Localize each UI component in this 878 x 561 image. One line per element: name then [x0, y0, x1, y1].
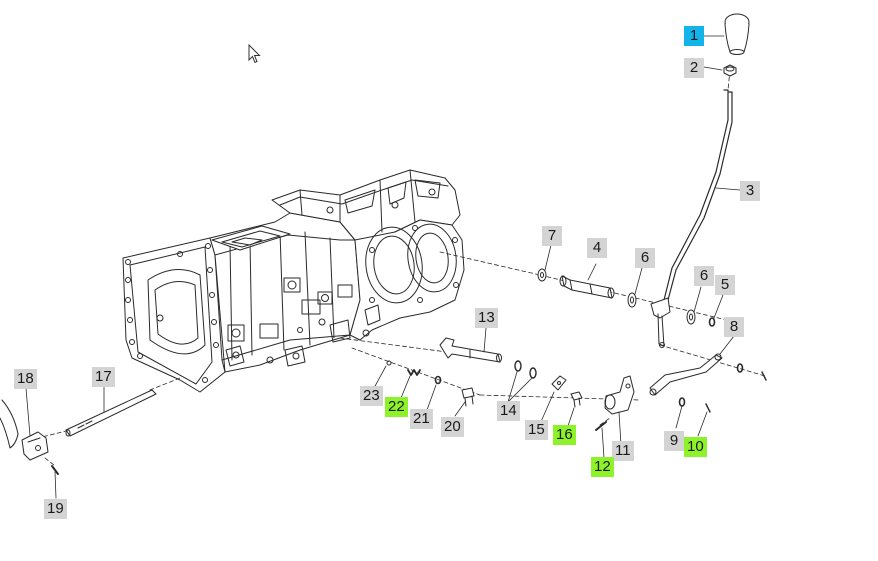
- part-circlip-9: [678, 397, 686, 407]
- callout-3[interactable]: 3: [740, 181, 760, 201]
- part-gear-lever: [650, 89, 733, 348]
- part-shaft: [559, 275, 615, 299]
- callout-5[interactable]: 5: [715, 275, 735, 295]
- callout-1[interactable]: 1: [684, 26, 704, 46]
- callout-18[interactable]: 18: [14, 369, 37, 389]
- callout-12[interactable]: 12: [591, 457, 614, 477]
- part-o-rings-14: [514, 360, 537, 379]
- callout-14[interactable]: 14: [497, 401, 520, 421]
- mouse-pointer-icon: [248, 44, 261, 64]
- callout-7[interactable]: 7: [542, 226, 562, 246]
- callout-9[interactable]: 9: [664, 431, 684, 451]
- part-circlip-5: [708, 317, 716, 327]
- part-ring-21: [434, 375, 442, 385]
- callout-8[interactable]: 8: [724, 317, 744, 337]
- part-spring: [407, 369, 421, 376]
- part-selector-arm: [604, 375, 635, 415]
- callout-16[interactable]: 16: [553, 425, 576, 445]
- callout-21[interactable]: 21: [410, 409, 433, 429]
- part-pin-19: [51, 465, 59, 475]
- part-washer-6a: [627, 292, 637, 308]
- callout-13[interactable]: 13: [475, 308, 498, 328]
- callout-4[interactable]: 4: [587, 238, 607, 258]
- callout-6-upper[interactable]: 6: [635, 248, 655, 268]
- callout-22[interactable]: 22: [385, 397, 408, 417]
- transmission-housing: [122, 169, 465, 393]
- part-selector-rod: [65, 389, 157, 437]
- part-selector-shaft: [439, 337, 502, 363]
- part-clips-8: [736, 363, 767, 381]
- callout-10[interactable]: 10: [684, 437, 707, 457]
- callout-6-lower[interactable]: 6: [694, 266, 714, 286]
- part-lock-plate: [551, 375, 567, 391]
- part-selector-fork: [0, 399, 49, 461]
- callout-15[interactable]: 15: [525, 420, 548, 440]
- callout-2[interactable]: 2: [684, 58, 704, 78]
- part-nut: [723, 64, 737, 77]
- part-link: [649, 353, 723, 396]
- part-pin-10: [705, 403, 711, 413]
- part-roll-pin: [595, 421, 607, 431]
- callout-23[interactable]: 23: [360, 386, 383, 406]
- callout-17[interactable]: 17: [92, 367, 115, 387]
- callout-11[interactable]: 11: [612, 441, 634, 461]
- part-screw-20: [461, 387, 475, 407]
- part-gear-knob: [724, 13, 750, 55]
- leader-lines: [25, 35, 741, 499]
- callout-20[interactable]: 20: [441, 417, 464, 437]
- part-washer-6b: [686, 309, 696, 325]
- part-ball: [386, 360, 392, 366]
- part-bolt-16: [570, 391, 583, 408]
- callout-19[interactable]: 19: [44, 499, 67, 519]
- part-washer-7: [537, 268, 547, 282]
